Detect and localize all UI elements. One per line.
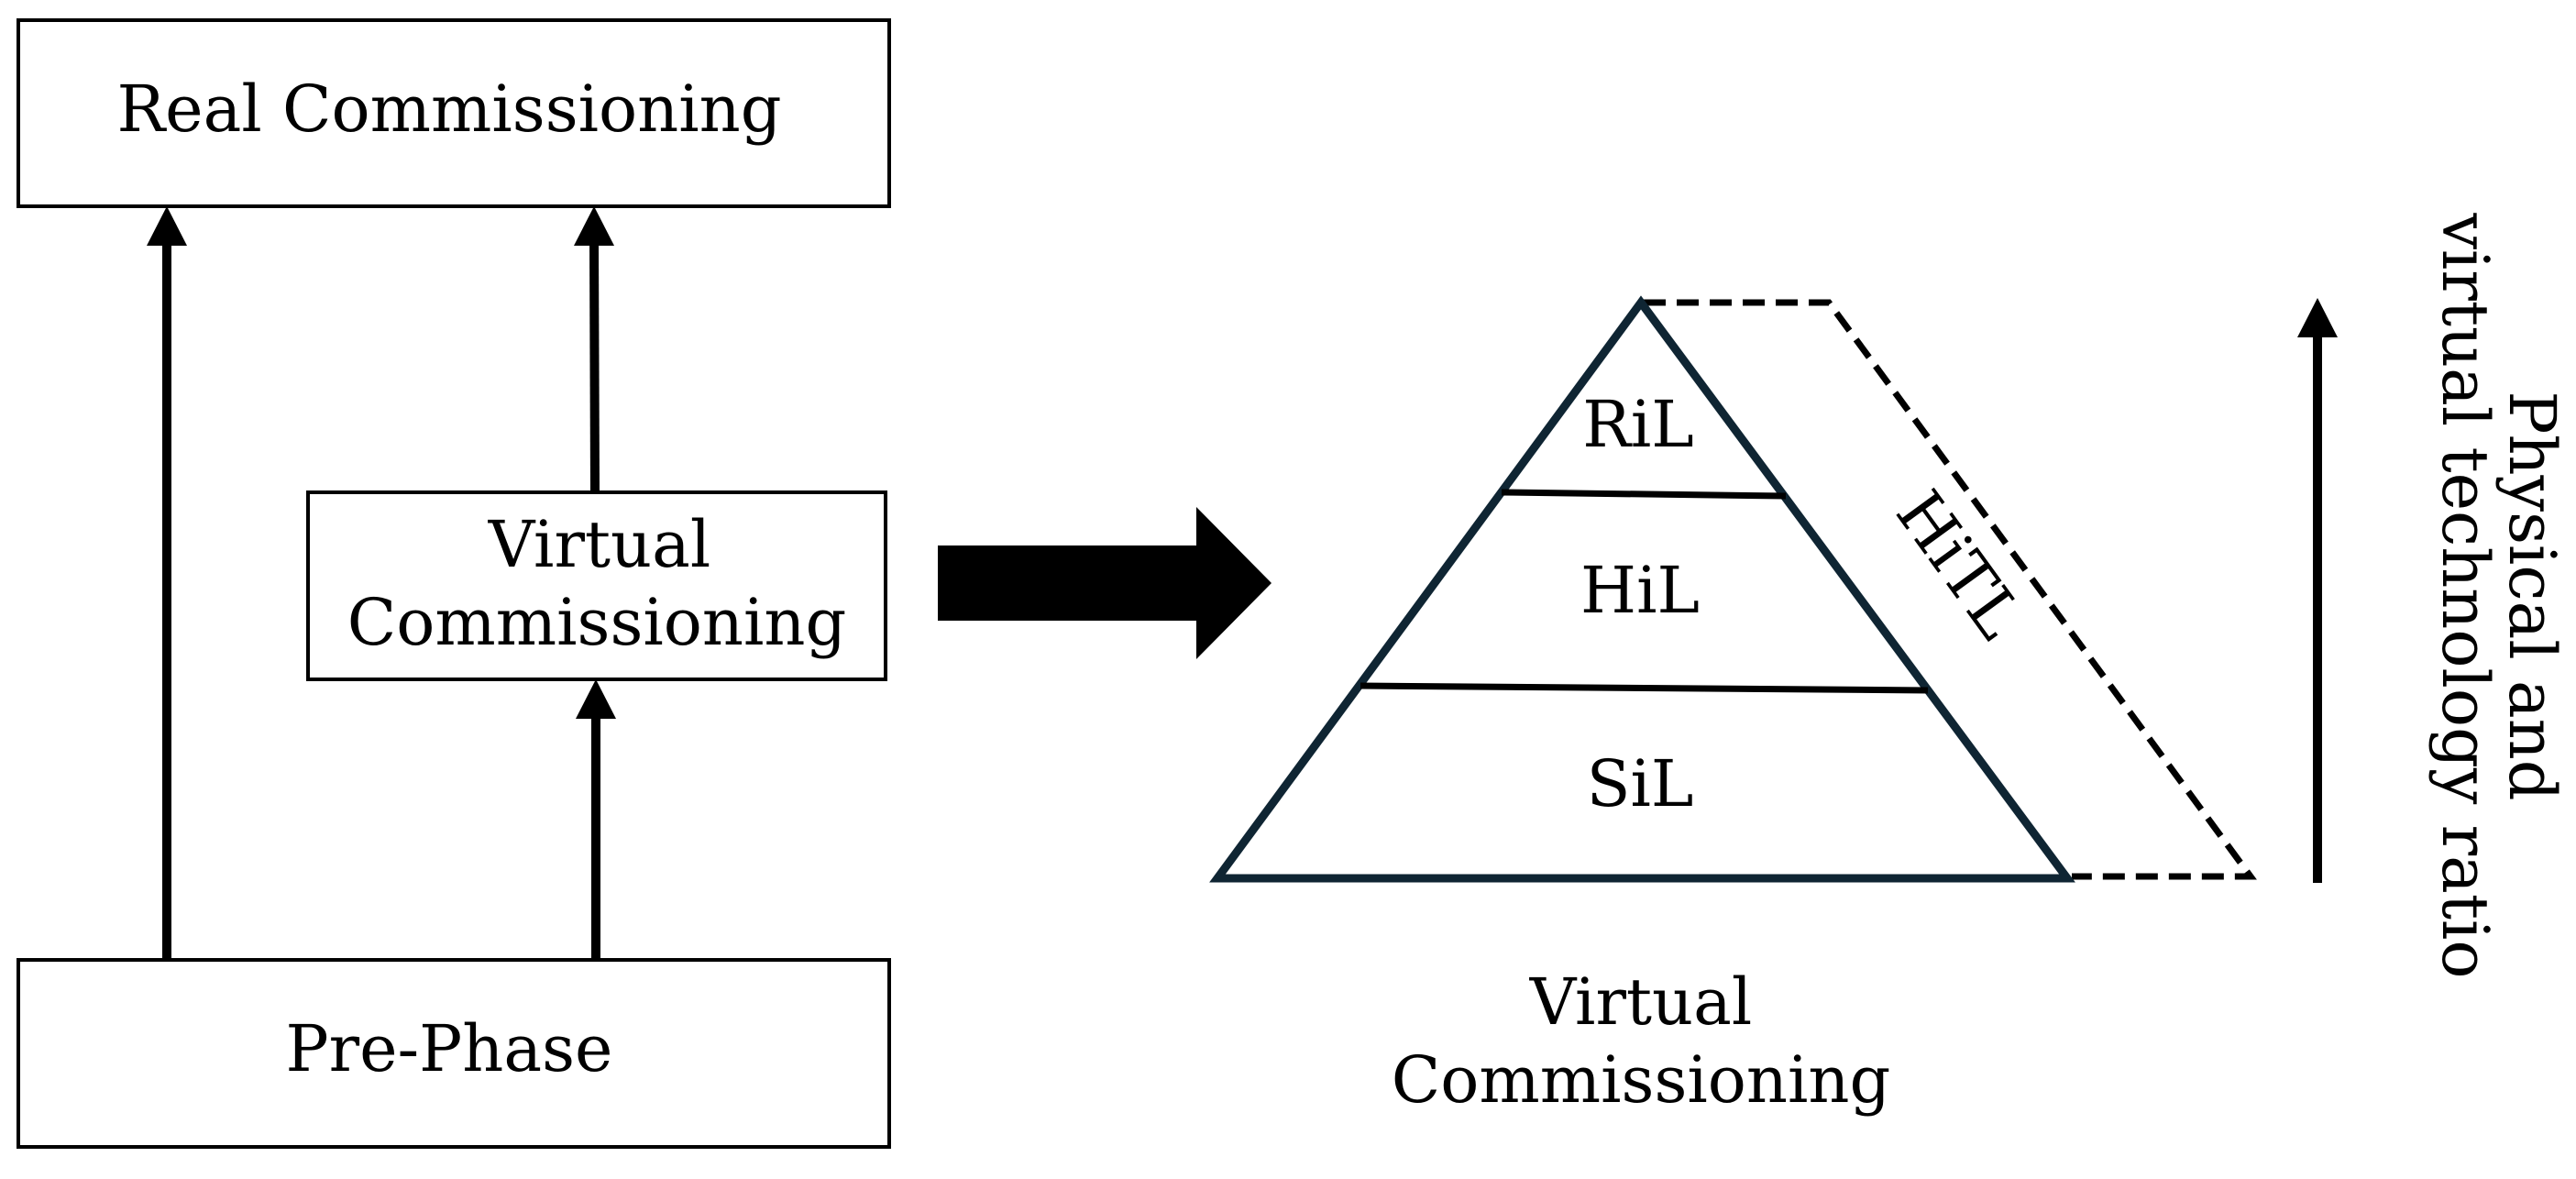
- pyramid-layer-bottom-label: SiL: [1587, 746, 1694, 821]
- pre-phase-label: Pre-Phase: [286, 1011, 613, 1086]
- pyramid-layer-divider-lower: [1360, 682, 1929, 694]
- arrow-pre-phase-to-real: [147, 206, 187, 960]
- ratio-axis-arrow-head: [2297, 298, 2338, 337]
- pre-phase-box: Pre-Phase: [17, 958, 891, 1149]
- pyramid-caption-line1: Virtual: [1529, 964, 1753, 1040]
- virtual-commissioning-box: Virtual Commissioning: [306, 490, 887, 681]
- arrow-virtual-to-real-shaft: [589, 239, 600, 493]
- pyramid-outline: [1209, 295, 2075, 883]
- arrow-pre-phase-to-virtual-head: [576, 679, 616, 719]
- pyramid-layer-middle-label: HiL: [1580, 553, 1700, 628]
- arrow-virtual-to-real-head: [574, 206, 614, 246]
- arrow-pre-phase-to-real-head: [147, 206, 187, 246]
- ratio-axis: Physical and virtual technology ratio: [2297, 212, 2570, 979]
- transition-arrow-icon: [938, 507, 1271, 659]
- arrow-pre-phase-to-virtual: [576, 679, 616, 960]
- pyramid-caption-line2: Commissioning: [1392, 1042, 1891, 1118]
- real-commissioning-label: Real Commissioning: [116, 72, 781, 147]
- real-commissioning-box: Real Commissioning: [17, 18, 891, 208]
- virtual-commissioning-box-frame: [306, 490, 887, 681]
- pre-phase-box-frame: [17, 958, 891, 1149]
- real-commissioning-box-frame: [17, 18, 891, 208]
- pyramid: HiTL RiL HiL SiL Virtual Commissioning: [1209, 295, 2257, 1118]
- ratio-axis-label-line1: Physical and: [2494, 391, 2570, 800]
- virtual-commissioning-label-line1: Virtual: [488, 507, 711, 582]
- virtual-commissioning-label-line2: Commissioning: [347, 585, 847, 660]
- arrow-virtual-to-real: [574, 206, 614, 493]
- ratio-axis-label-line2: virtual technology ratio: [2427, 212, 2503, 978]
- left-flow: Real Commissioning Virtual Commissioning…: [17, 18, 891, 1149]
- pyramid-layer-top-label: RiL: [1582, 387, 1694, 462]
- pyramid-layer-divider-upper: [1501, 489, 1787, 500]
- hitl-label: HiTL: [1881, 477, 2037, 652]
- hitl-band-outline: [1644, 299, 2257, 880]
